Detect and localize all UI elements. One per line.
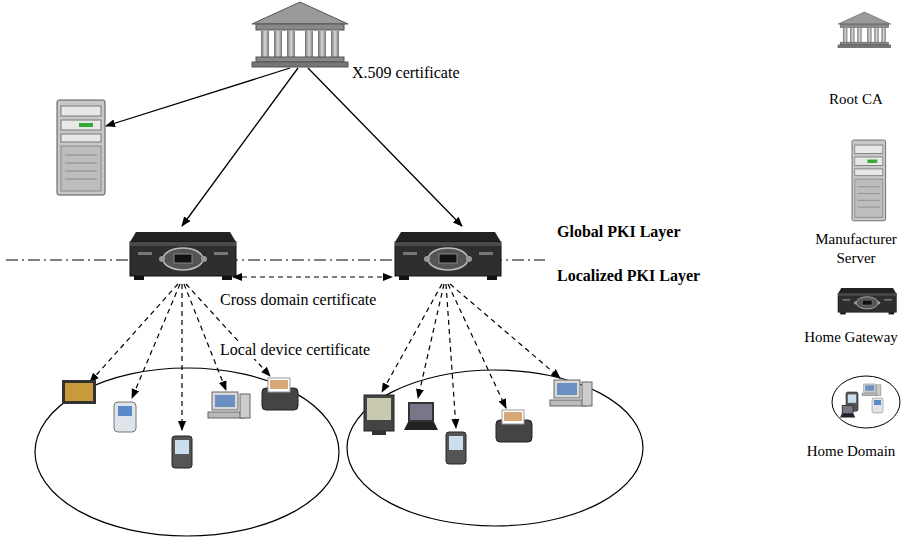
legend-text: Manufacturer Server xyxy=(806,230,906,268)
legend-icons xyxy=(832,12,900,428)
legend-text: Home Gateway xyxy=(796,328,906,347)
home-domain-left xyxy=(35,368,339,536)
legend-text: Home Domain xyxy=(796,442,906,461)
home-gateway-icon xyxy=(395,232,501,280)
layer-label: Localized PKI Layer xyxy=(555,267,702,285)
x509-arrows xyxy=(106,68,462,226)
cross-domain-arrow xyxy=(233,276,392,277)
local-cert-arrows xyxy=(90,284,560,430)
manufacturer-server-icon xyxy=(57,100,105,195)
certificate-label: Cross domain certificate xyxy=(218,291,378,309)
certificate-label: X.509 certificate xyxy=(350,64,462,82)
legend-text: Root CA xyxy=(806,90,906,109)
certificate-label: Local device certificate xyxy=(218,341,372,359)
root-ca-icon xyxy=(252,2,348,67)
home-gateway-icon xyxy=(130,232,236,280)
layer-label: Global PKI Layer xyxy=(555,223,683,241)
home-domain-right xyxy=(347,370,643,526)
